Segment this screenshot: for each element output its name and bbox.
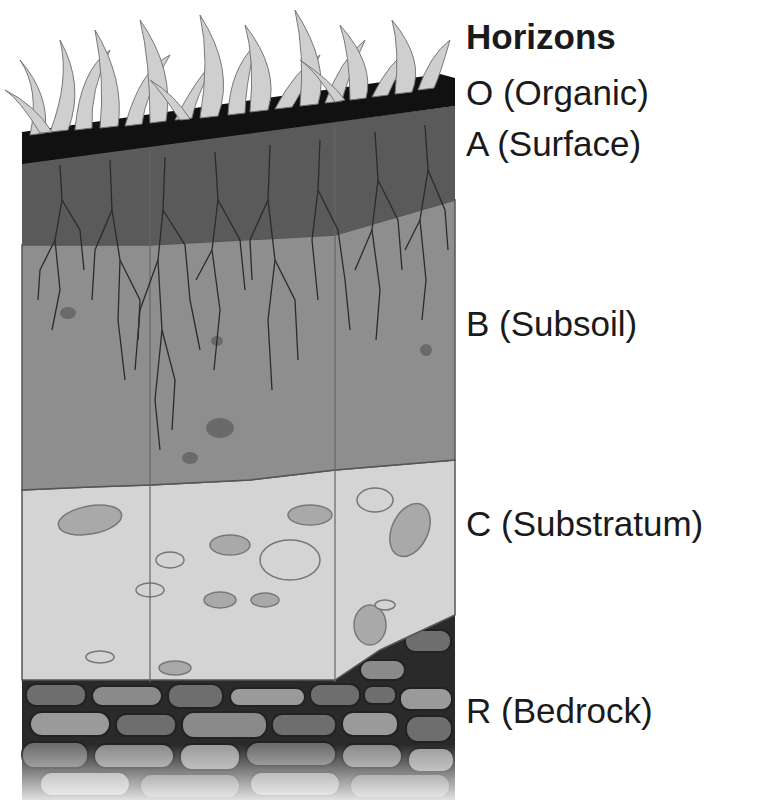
plant-roots bbox=[38, 125, 448, 450]
facet-lines bbox=[22, 126, 455, 682]
horizon-label: B (Subsoil) bbox=[466, 305, 637, 344]
substratum-layer bbox=[22, 460, 455, 680]
horizon-label: A (Surface) bbox=[466, 125, 641, 164]
grass bbox=[5, 10, 450, 135]
diagram-title: Horizons bbox=[466, 18, 616, 57]
horizon-label: C (Substratum) bbox=[466, 505, 703, 544]
horizon-label: O (Organic) bbox=[466, 74, 649, 113]
horizon-label: R (Bedrock) bbox=[466, 692, 653, 731]
